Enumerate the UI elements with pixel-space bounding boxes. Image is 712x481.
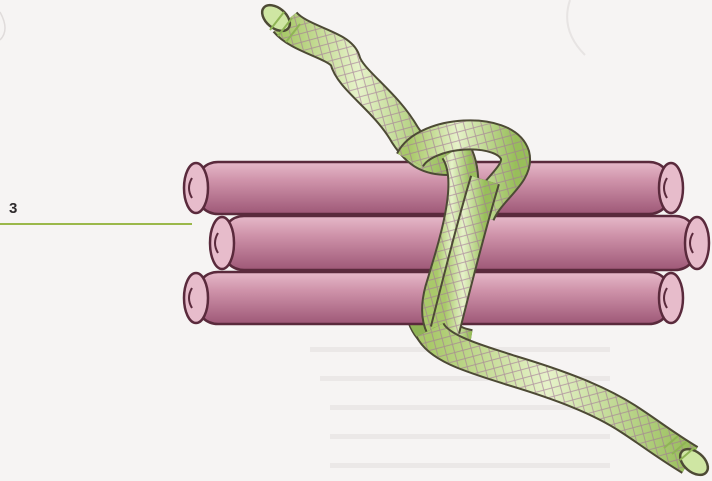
step-number: 3 — [9, 201, 17, 216]
step-divider-line — [0, 223, 192, 225]
